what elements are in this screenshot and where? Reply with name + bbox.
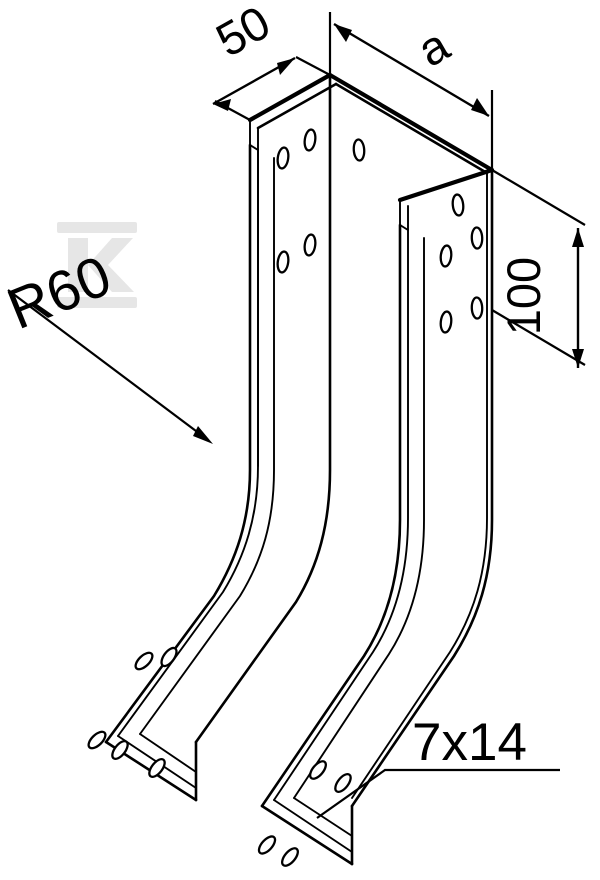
slot-hole	[278, 844, 302, 870]
far-wall-bend-line-inner	[273, 229, 409, 801]
dim100-arrow-top	[572, 228, 584, 247]
top-edge-right-return	[397, 167, 495, 203]
near-wall-outer-edge	[104, 143, 252, 744]
dimension-r60-group: R60	[0, 244, 213, 444]
top-edge-near-left	[247, 72, 333, 123]
far-wall-web-line	[293, 237, 425, 799]
top-rim-inner-near	[256, 82, 338, 130]
slot-hole	[145, 755, 169, 781]
near-wall-bottom-bend	[139, 733, 197, 773]
dim100-ext-bottom	[491, 309, 586, 366]
top-rim-inner-far	[334, 82, 489, 175]
near-wall-bend-line	[139, 157, 275, 735]
left-flange-lip	[249, 119, 259, 151]
slot-callout-leader	[316, 768, 560, 819]
dim50-arrow-left	[213, 99, 231, 111]
callout-7x14-label: 7x14	[412, 713, 527, 772]
slot-hole	[131, 648, 157, 674]
far-wall-bottom-end	[260, 804, 354, 866]
slot-hole	[108, 737, 132, 763]
far-flange-lip	[399, 199, 409, 231]
k-logo-watermark	[57, 222, 137, 308]
dim100-ext-top	[491, 169, 586, 226]
r60-leader	[7, 289, 209, 441]
slot-hole	[306, 757, 330, 783]
dim50-arrow-right	[277, 58, 295, 75]
slot-hole	[157, 644, 181, 670]
callout-7x14-group: 7x14	[316, 713, 560, 819]
slot-hole	[84, 727, 110, 753]
slot-hole	[254, 832, 280, 858]
tray-centre-ridge	[194, 73, 332, 744]
dimension-a-label: a	[409, 17, 459, 76]
dimension-50-label: 50	[207, 0, 278, 67]
slot-hole	[351, 138, 367, 162]
slot-hole	[470, 296, 484, 320]
far-wall-bottom-end-inner	[273, 799, 353, 853]
near-wall-outer-edge-inner	[117, 149, 259, 737]
far-wall-bottom-bend	[293, 797, 353, 837]
slot-hole	[470, 226, 484, 250]
dim-a-line	[333, 22, 490, 118]
far-wall-outer-edge-inner	[351, 172, 488, 799]
watermark-letter-k	[68, 238, 134, 292]
tray-geometry	[104, 72, 495, 866]
r60-arrow-head	[193, 426, 213, 444]
top-edge-far-right	[327, 72, 495, 173]
dim100-arrow-bottom	[572, 349, 584, 368]
dimension-100-label: 100	[497, 257, 550, 335]
dim-a-arrow-right	[471, 98, 489, 116]
dimension-100-group: 100	[491, 169, 586, 368]
dim50-ext-right	[295, 56, 331, 76]
far-wall-bend-line-outer	[260, 223, 402, 808]
dim-a-arrow-left	[334, 24, 352, 42]
far-wall-outer-edge	[350, 168, 494, 808]
